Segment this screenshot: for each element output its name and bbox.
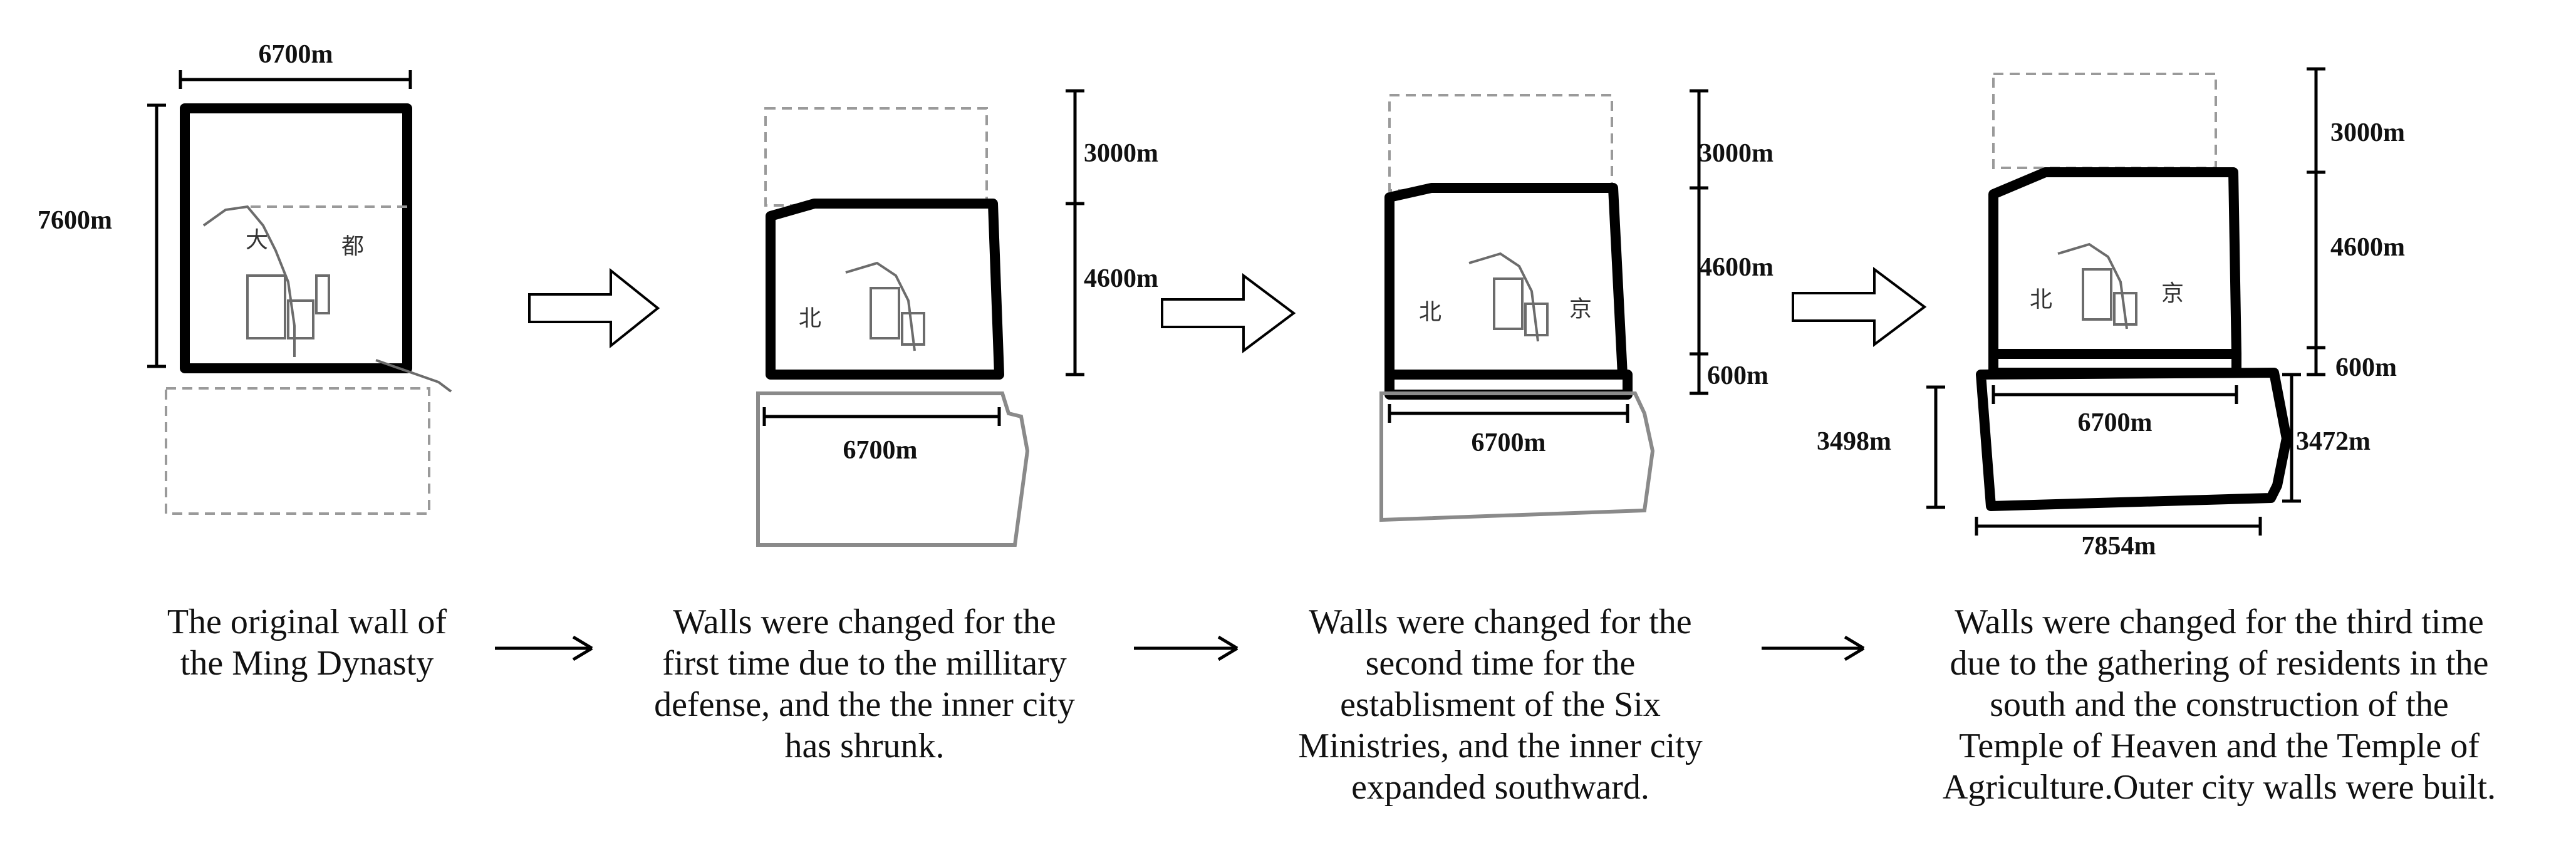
stage-1-sketch-block-c bbox=[315, 274, 330, 314]
stage-1-caption: The original wall of the Ming Dynasty bbox=[167, 603, 447, 683]
stage-3-outer-faint-wall bbox=[1379, 391, 1655, 522]
stage-1-sketch-block-a bbox=[246, 274, 286, 339]
stage-2-inner-height-label: 4600m bbox=[1084, 264, 1158, 293]
stage-1-sketch-road bbox=[375, 359, 452, 393]
stage-4-south-extension-label: 600m bbox=[2335, 353, 2397, 382]
stage-4-outer-right-label: 3472m bbox=[2296, 427, 2371, 456]
stage-2-width-label: 6700m bbox=[843, 436, 918, 465]
stage-2-inner-city-wall bbox=[766, 199, 1004, 380]
stage-2-caption: Walls were changed for the first time du… bbox=[654, 603, 1075, 765]
caption-arrow-3 bbox=[1762, 635, 1865, 661]
stage-4-inner-width-label: 6700m bbox=[2078, 408, 2153, 437]
stage-4-caption: Walls were changed for the third time du… bbox=[1942, 603, 2496, 807]
stage-3-inner-city-wall bbox=[1384, 183, 1628, 380]
stage-1-original-wall bbox=[180, 103, 412, 373]
stage-1-map-char-da: 大 bbox=[246, 227, 268, 253]
stage-4-inner-city-wall bbox=[1988, 167, 2241, 359]
stage-4-north-label: 3000m bbox=[2330, 118, 2405, 147]
stage-2-sketch-lake bbox=[845, 261, 916, 351]
block-arrow-1 bbox=[528, 267, 660, 349]
stage-3-sketch-block-a bbox=[1493, 277, 1524, 330]
block-arrow-3 bbox=[1792, 267, 1927, 347]
stage-3-sketch-block-b bbox=[1524, 303, 1549, 336]
stage-4-map-char-bei: 北 bbox=[2030, 287, 2052, 313]
stage-4-plan: 北 京 3000m 4600m 600m 6700m 3498m 3472m bbox=[1817, 67, 2405, 561]
stage-3-sketch-lake bbox=[1468, 252, 1539, 342]
stage-4-inner-height-label: 4600m bbox=[2330, 233, 2405, 262]
stage-3-inner-height-label: 4600m bbox=[1699, 253, 1774, 282]
stage-1-map-char-du: 都 bbox=[341, 234, 364, 259]
stage-1-sketch-lake bbox=[202, 205, 296, 357]
stage-1-height-label: 7600m bbox=[38, 206, 112, 235]
stage-4-outer-width-label: 7854m bbox=[2082, 532, 2156, 561]
stage-3-map-char-jing: 京 bbox=[1569, 296, 1592, 322]
stage-2-removed-north-outline bbox=[764, 107, 988, 207]
stage-3-caption: Walls were changed for the second time f… bbox=[1298, 603, 1703, 807]
caption-arrow-1 bbox=[495, 635, 593, 661]
stage-3-plan: 北 京 3000m 4600m 600m 6700m bbox=[1379, 89, 1774, 522]
stage-2-map-char-bei: 北 bbox=[799, 306, 821, 331]
stage-4-removed-north-outline bbox=[1992, 73, 2217, 169]
stage-3-removed-north-outline bbox=[1388, 94, 1613, 192]
stage-2-sketch-block-a bbox=[870, 287, 900, 339]
stage-2-north-label: 3000m bbox=[1084, 139, 1158, 168]
stage-2-outer-faint-wall bbox=[756, 391, 1030, 547]
stage-1-plan: 大 都 6700m 7600m bbox=[38, 40, 452, 515]
caption-arrow-2 bbox=[1134, 635, 1239, 661]
stage-4-outer-city-wall bbox=[1976, 368, 2292, 511]
stage-4-sketch-lake bbox=[2057, 242, 2128, 329]
stage-4-map-char-jing: 京 bbox=[2161, 281, 2184, 306]
stage-1-width-label: 6700m bbox=[259, 40, 333, 69]
block-arrow-2 bbox=[1161, 273, 1296, 353]
stage-4-sketch-block-a bbox=[2082, 268, 2112, 321]
stage-3-map-char-bei: 北 bbox=[1419, 299, 1441, 325]
stage-4-outer-left-label: 3498m bbox=[1817, 427, 1891, 456]
stage-1-future-outer-outline bbox=[165, 387, 430, 515]
stage-3-south-extension-label: 600m bbox=[1707, 361, 1768, 390]
stage-4-sketch-block-b bbox=[2113, 292, 2137, 326]
stage-2-plan: 北 3000m 4600m 6700m bbox=[756, 89, 1158, 547]
stage-1-sketch-block-b bbox=[287, 299, 314, 339]
stage-2-sketch-block-b bbox=[901, 312, 925, 346]
stage-3-width-label: 6700m bbox=[1472, 428, 1546, 457]
stage-3-north-label: 3000m bbox=[1699, 139, 1774, 168]
